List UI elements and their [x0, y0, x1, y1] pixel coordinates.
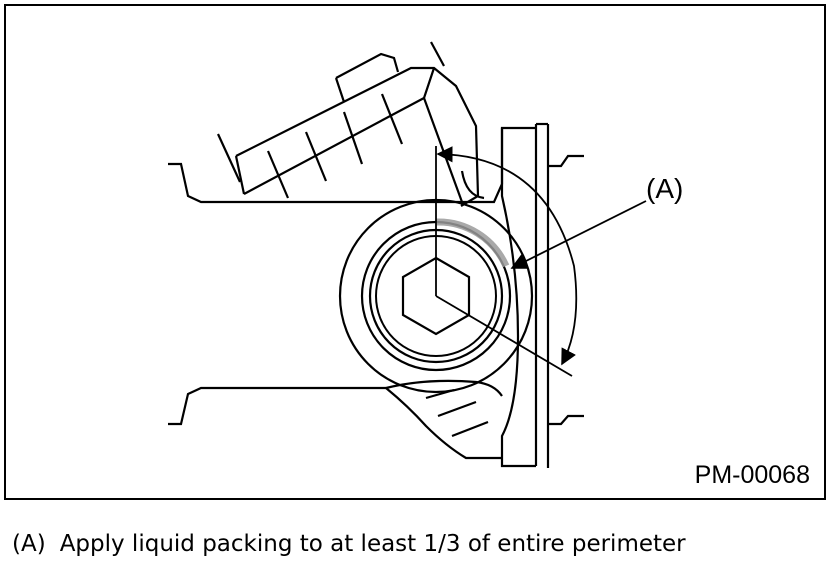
- sealant-arc: [435, 218, 510, 268]
- caption-key: (A): [12, 531, 46, 557]
- slanted-cap: [217, 41, 480, 207]
- angle-arc: [436, 146, 578, 366]
- figure-frame: (A) PM-00068: [4, 4, 826, 500]
- callout-leader: [510, 200, 647, 269]
- figure-code: PM-00068: [694, 461, 810, 489]
- technical-diagram: (A): [168, 41, 683, 468]
- caption: (A) Apply liquid packing to at least 1/3 …: [12, 531, 686, 557]
- caption-text: Apply liquid packing to at least 1/3 of …: [59, 531, 686, 557]
- lower-housing: [168, 379, 503, 460]
- upper-housing: [168, 126, 536, 204]
- callout-label: (A): [646, 173, 683, 204]
